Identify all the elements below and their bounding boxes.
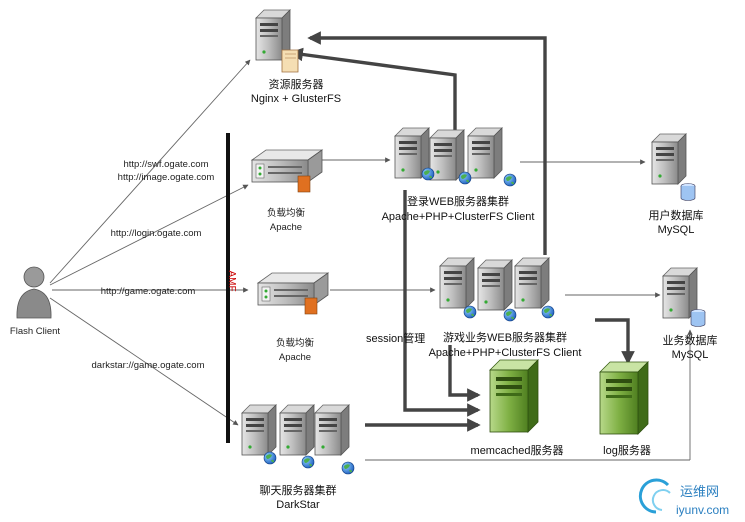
user-db-title: 用户数据库 [649, 208, 704, 222]
watermark-cn: 运维网 [680, 484, 719, 499]
session-label: session管理 [366, 331, 425, 345]
line-game-resource [307, 31, 547, 255]
game-web-sub: Apache+PHP+ClusterFS Client [429, 347, 582, 359]
memcached-label: memcached服务器 [471, 444, 564, 457]
log-server-icon [599, 361, 649, 435]
line-to-chat [49, 297, 239, 426]
login-web-sub: Apache+PHP+ClusterFS Client [382, 211, 535, 223]
line-to-resource [49, 59, 251, 284]
game-web-cluster-icon [439, 257, 555, 322]
biz-db-cylinder-icon [690, 309, 706, 327]
watermark-logo: 运维网 iyunv.com [638, 478, 729, 517]
chat-title: 聊天服务器集群 [260, 483, 337, 497]
lb2-icon [257, 272, 329, 306]
resource-title: 资源服务器 [269, 77, 324, 91]
user-db-cylinder-icon [680, 183, 696, 201]
line-login-memcached [403, 190, 481, 417]
lb1-connector-icon [297, 175, 311, 193]
lb2-connector-icon [304, 297, 318, 315]
line-game-memcached [448, 345, 481, 402]
flash-client-icon [16, 266, 52, 319]
lb2-sub: Apache [279, 352, 311, 363]
url-login: http://login.ogate.com [111, 228, 202, 239]
amf-label: AMF [226, 270, 237, 291]
login-web-cluster-icon [394, 127, 517, 187]
url-game: http://game.ogate.com [101, 286, 196, 297]
url-darkstar: darkstar://game.ogate.com [92, 360, 205, 371]
lb1-sub: Apache [270, 222, 302, 233]
log-label: log服务器 [603, 444, 651, 457]
line-to-lb1 [49, 184, 249, 286]
memcached-server-icon [489, 359, 539, 433]
url-image: http://image.ogate.com [118, 172, 215, 183]
url-swf: http://swf.ogate.com [123, 159, 208, 170]
line-login-resource [289, 47, 457, 130]
folder-icon [281, 49, 299, 73]
lb1-icon [251, 149, 323, 183]
lb1-title: 负载均衡 [267, 207, 306, 219]
backbone-connections [289, 31, 635, 432]
biz-db-sub: MySQL [672, 349, 709, 361]
amf-bar [226, 133, 230, 443]
user-db-sub: MySQL [658, 224, 695, 236]
client-label: Flash Client [10, 326, 61, 337]
client-connections [49, 59, 693, 461]
line-game-log [595, 318, 635, 365]
chat-sub: DarkStar [276, 499, 320, 511]
user-db-server-icon [651, 133, 687, 185]
lb2-title: 负载均衡 [276, 337, 315, 349]
login-web-title: 登录WEB服务器集群 [407, 194, 509, 208]
game-web-title: 游戏业务WEB服务器集群 [443, 330, 567, 344]
chat-cluster-icon [241, 404, 355, 475]
resource-sub: Nginx + GlusterFS [251, 93, 341, 105]
watermark-en: iyunv.com [676, 503, 729, 517]
biz-db-title: 业务数据库 [663, 333, 718, 347]
